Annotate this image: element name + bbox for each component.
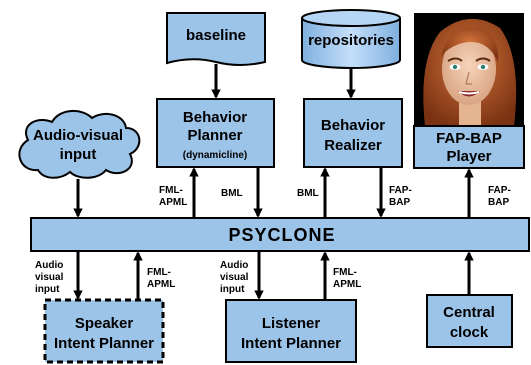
edge-label-fap-bap-player-1: FAP- xyxy=(488,185,511,196)
psyclone-label: PSYCLONE xyxy=(228,225,335,245)
behavior-planner-sublabel: (dynamicline) xyxy=(183,150,247,161)
avatar-face-icon xyxy=(414,13,524,127)
edge-labels: FML- APML BML BML FAP- BAP FAP- BAP Audi… xyxy=(35,185,511,295)
edge-label-fap-bap-realizer-1: FAP- xyxy=(389,185,412,196)
speaker-intent-planner-label-1: Speaker xyxy=(75,315,134,332)
audio-visual-input-cloud: Audio-visual input xyxy=(18,110,141,179)
edge-label-fap-bap-player-2: BAP xyxy=(488,197,509,208)
edge-label-av-speaker-1: Audio xyxy=(35,260,63,271)
edge-label-fml-apml-planner-2: APML xyxy=(159,197,187,208)
edge-label-av-listener-2: visual xyxy=(220,272,249,283)
behavior-realizer-box: Behavior Realizer xyxy=(303,98,403,168)
behavior-planner-label-2: Planner xyxy=(187,127,242,144)
edge-label-fap-bap-realizer-2: BAP xyxy=(389,197,410,208)
speaker-intent-planner-box: Speaker Intent Planner xyxy=(43,298,165,364)
behavior-planner-label-1: Behavior xyxy=(183,109,247,126)
repositories-label: repositories xyxy=(308,32,394,49)
baseline-label: baseline xyxy=(186,27,246,44)
psyclone-bar: PSYCLONE xyxy=(30,217,530,252)
edge-label-av-listener-3: input xyxy=(220,284,245,295)
fap-bap-player-label-2: Player xyxy=(446,148,491,165)
edge-label-fml-apml-listener-2: APML xyxy=(333,279,361,290)
edge-label-fml-apml-planner-1: FML- xyxy=(159,185,183,196)
fap-bap-player-box: FAP-BAP Player xyxy=(413,125,525,169)
edge-label-av-listener-1: Audio xyxy=(220,260,248,271)
edge-label-fml-apml-speaker-2: APML xyxy=(147,279,175,290)
edge-label-fml-apml-listener-1: FML- xyxy=(333,267,357,278)
behavior-planner-box: Behavior Planner (dynamicline) xyxy=(156,98,275,168)
baseline-document: baseline xyxy=(166,12,266,66)
listener-intent-planner-label-2: Intent Planner xyxy=(241,335,341,352)
edge-label-bml-planner: BML xyxy=(221,188,243,199)
central-clock-label-2: clock xyxy=(450,324,489,341)
edge-label-fml-apml-speaker-1: FML- xyxy=(147,267,171,278)
fap-bap-player-label-1: FAP-BAP xyxy=(436,130,502,147)
speaker-intent-planner-label-2: Intent Planner xyxy=(54,335,154,352)
repositories-cylinder: repositories xyxy=(301,9,401,69)
audio-visual-input-label-2: input xyxy=(60,146,97,163)
edge-label-av-speaker-3: input xyxy=(35,284,60,295)
edge-label-av-speaker-2: visual xyxy=(35,272,64,283)
listener-intent-planner-box: Listener Intent Planner xyxy=(225,299,357,363)
behavior-realizer-label-2: Realizer xyxy=(324,137,382,154)
central-clock-box: Central clock xyxy=(426,294,513,348)
audio-visual-input-label-1: Audio-visual xyxy=(33,127,123,144)
edge-label-bml-realizer: BML xyxy=(297,188,319,199)
listener-intent-planner-label-1: Listener xyxy=(262,315,321,332)
behavior-realizer-label-1: Behavior xyxy=(321,117,385,134)
central-clock-label-1: Central xyxy=(443,304,495,321)
